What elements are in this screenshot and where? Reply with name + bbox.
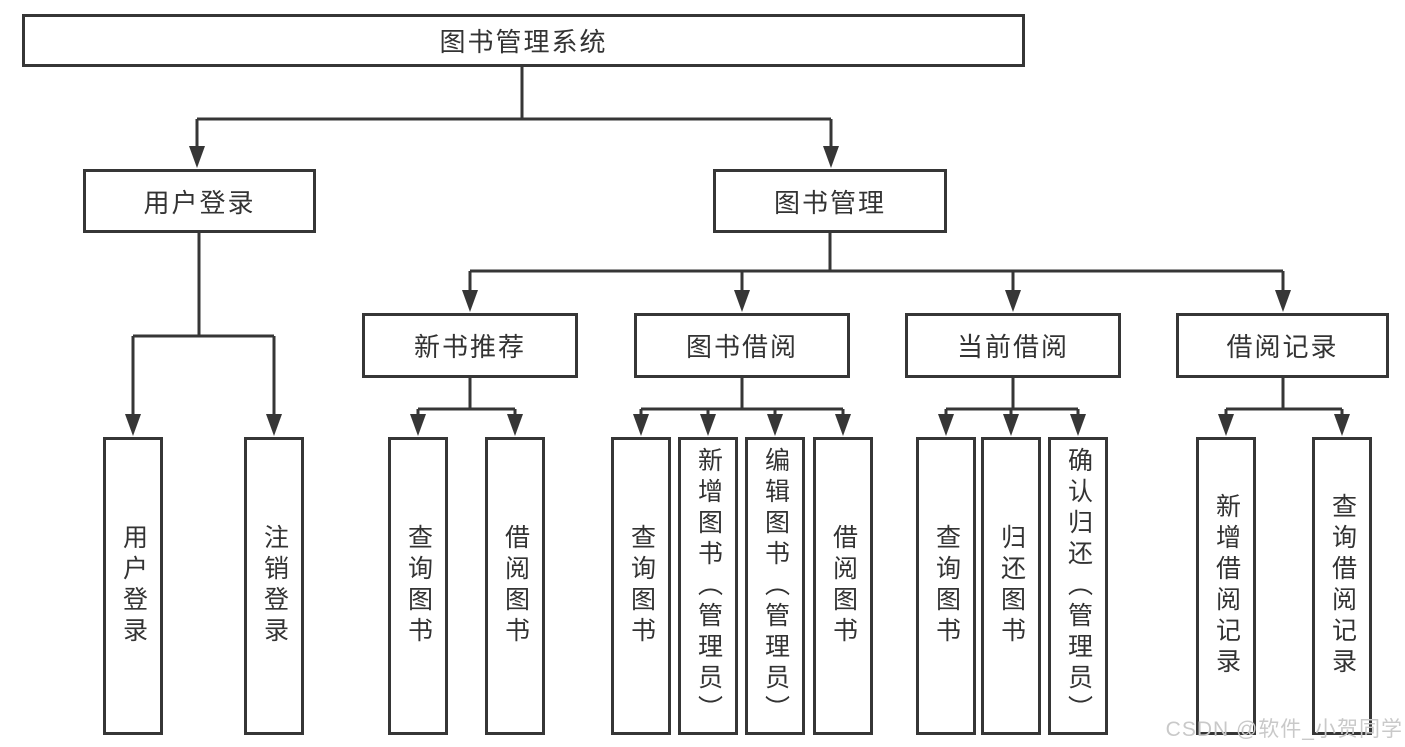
leaf-query-borrow-record: 查询借阅记录 xyxy=(1312,437,1372,735)
leaf-label: 新增借阅记录 xyxy=(1212,493,1241,679)
leaf-return-book: 归还图书 xyxy=(981,437,1041,735)
leaf-label: 编辑图书（管理员） xyxy=(761,446,790,726)
leaf-borrow-books: 借阅图书 xyxy=(485,437,545,735)
node-book-borrow: 图书借阅 xyxy=(634,313,850,378)
leaf-add-book-admin: 新增图书（管理员） xyxy=(678,437,738,735)
leaf-borrow-books: 借阅图书 xyxy=(813,437,873,735)
leaf-label: 查询图书 xyxy=(932,524,961,648)
leaf-logout: 注销登录 xyxy=(244,437,304,735)
leaf-label: 用户登录 xyxy=(119,524,148,648)
csdn-watermark: CSDN @软件_小贺同学 xyxy=(1165,718,1403,741)
leaf-confirm-return-admin: 确认归还（管理员） xyxy=(1048,437,1108,735)
leaf-label: 新增图书（管理员） xyxy=(694,446,723,726)
node-book-management: 图书管理 xyxy=(713,169,947,233)
leaf-user-login: 用户登录 xyxy=(103,437,163,735)
node-borrow-records: 借阅记录 xyxy=(1176,313,1389,378)
leaf-add-borrow-record: 新增借阅记录 xyxy=(1196,437,1256,735)
leaf-edit-book-admin: 编辑图书（管理员） xyxy=(745,437,805,735)
leaf-label: 注销登录 xyxy=(260,524,289,648)
leaf-query-books: 查询图书 xyxy=(916,437,976,735)
leaf-label: 查询图书 xyxy=(404,524,433,648)
node-library-system: 图书管理系统 xyxy=(22,14,1025,67)
leaf-label: 确认归还（管理员） xyxy=(1064,446,1093,726)
leaf-label: 查询借阅记录 xyxy=(1328,493,1357,679)
leaf-query-books: 查询图书 xyxy=(611,437,671,735)
leaf-query-books: 查询图书 xyxy=(388,437,448,735)
node-current-borrow: 当前借阅 xyxy=(905,313,1121,378)
node-new-book-recommend: 新书推荐 xyxy=(362,313,578,378)
node-user-login: 用户登录 xyxy=(83,169,316,233)
leaf-label: 借阅图书 xyxy=(501,524,530,648)
arrowhead-group xyxy=(125,146,1350,436)
leaf-label: 借阅图书 xyxy=(829,524,858,648)
leaf-label: 查询图书 xyxy=(627,524,656,648)
leaf-label: 归还图书 xyxy=(997,524,1026,648)
